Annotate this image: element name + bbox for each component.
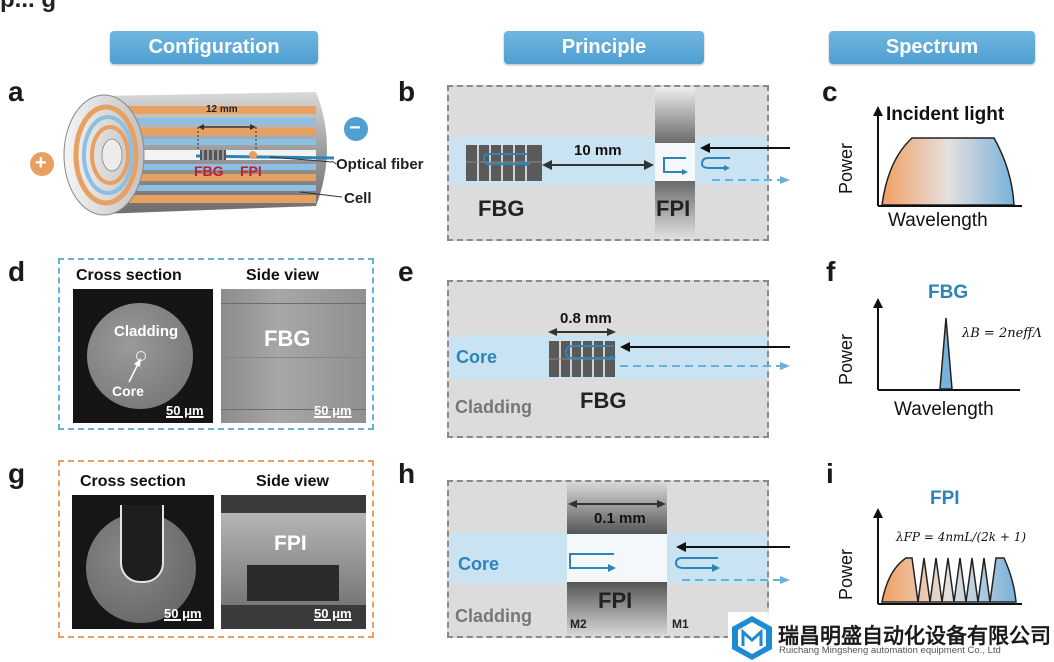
panel-letter-d: d <box>8 256 26 287</box>
scale-bar-d-side: 50 μm <box>314 403 352 418</box>
mirror-m1-label: M1 <box>672 617 689 631</box>
scale-bar-g-side: 50 μm <box>314 606 352 621</box>
cross-section-micrograph <box>73 289 213 423</box>
panel-c-title: Incident light <box>886 104 1005 125</box>
panel-i-title: FPI <box>930 488 960 509</box>
panel-f-equation: λB = 2neffΛ <box>962 326 1042 341</box>
panel-c-ylabel: Power <box>836 142 856 194</box>
side-view-fbg-label: FBG <box>264 326 311 351</box>
plus-terminal: + <box>35 152 47 174</box>
panel-letter-f: f <box>826 256 836 287</box>
panel-g-frame <box>58 460 374 638</box>
panel-letter-b: b <box>398 76 416 107</box>
panel-g-cross-title: Cross section <box>80 473 186 490</box>
panel-a-optical-fiber: Optical fiber <box>336 156 424 173</box>
panel-e-fbg-label: FBG <box>580 388 627 413</box>
panel-letter-a: a <box>8 76 24 107</box>
watermark-panel <box>728 612 1054 662</box>
page-title-fragment: p... g <box>0 0 56 14</box>
panel-b-distance: 10 mm <box>574 142 622 159</box>
panel-a-length: 12 mm <box>206 104 238 115</box>
panel-b-fbg: FBG <box>478 196 525 221</box>
panel-letter-e: e <box>398 256 414 287</box>
panel-letter-i: i <box>826 458 834 489</box>
panel-c-xlabel: Wavelength <box>888 210 988 231</box>
side-view-fpi-label: FPI <box>274 532 307 555</box>
panel-f-ylabel: Power <box>836 333 856 385</box>
header-principle: Principle <box>504 31 704 64</box>
fpi-cross-section-micrograph <box>72 495 214 629</box>
scale-bar-g-cross: 50 μm <box>164 606 202 621</box>
panel-e-length: 0.8 mm <box>560 310 612 327</box>
minus-terminal: − <box>349 117 361 139</box>
panel-h-length: 0.1 mm <box>594 510 646 527</box>
panel-i-equation: λFP = 4nmL/(2k + 1) <box>896 530 1027 544</box>
header-configuration: Configuration <box>110 31 318 64</box>
label-cladding: Cladding <box>114 323 179 340</box>
panel-b-fpi: FPI <box>656 196 691 221</box>
panel-letter-c: c <box>822 76 838 107</box>
panel-letter-g: g <box>8 458 26 489</box>
scale-bar-d-cross: 50 μm <box>166 403 204 418</box>
panel-e-core-label: Core <box>456 347 498 367</box>
watermark-chinese-name: 瑞昌明盛自动化设备有限公司 <box>778 624 1051 648</box>
panel-e-cladding-label: Cladding <box>455 397 532 417</box>
panel-d-cross-title: Cross section <box>76 267 182 284</box>
header-spectrum: Spectrum <box>829 31 1035 64</box>
fpi-side-view-micrograph <box>221 495 366 629</box>
panel-f-title: FBG <box>928 282 969 303</box>
panel-d-side-title: Side view <box>246 267 319 284</box>
panel-h-core-label: Core <box>458 554 500 574</box>
panel-h-fpi-label: FPI <box>598 588 633 613</box>
panel-a-fbg: FBG <box>194 163 224 179</box>
label-core: Core <box>112 383 144 399</box>
panel-h-cladding-label: Cladding <box>455 606 532 626</box>
mirror-m2-label: M2 <box>570 617 587 631</box>
panel-a-cell: Cell <box>344 190 372 207</box>
side-view-micrograph <box>221 289 366 423</box>
panel-letter-h: h <box>398 458 416 489</box>
watermark-english-name: Ruichang Mingsheng automation equipment … <box>779 645 1001 656</box>
panel-d-frame <box>58 258 374 430</box>
panel-g-side-title: Side view <box>256 473 329 490</box>
panel-i-ylabel: Power <box>836 548 856 600</box>
panel-a-fpi: FPI <box>240 163 262 179</box>
panel-f-xlabel: Wavelength <box>894 399 994 420</box>
